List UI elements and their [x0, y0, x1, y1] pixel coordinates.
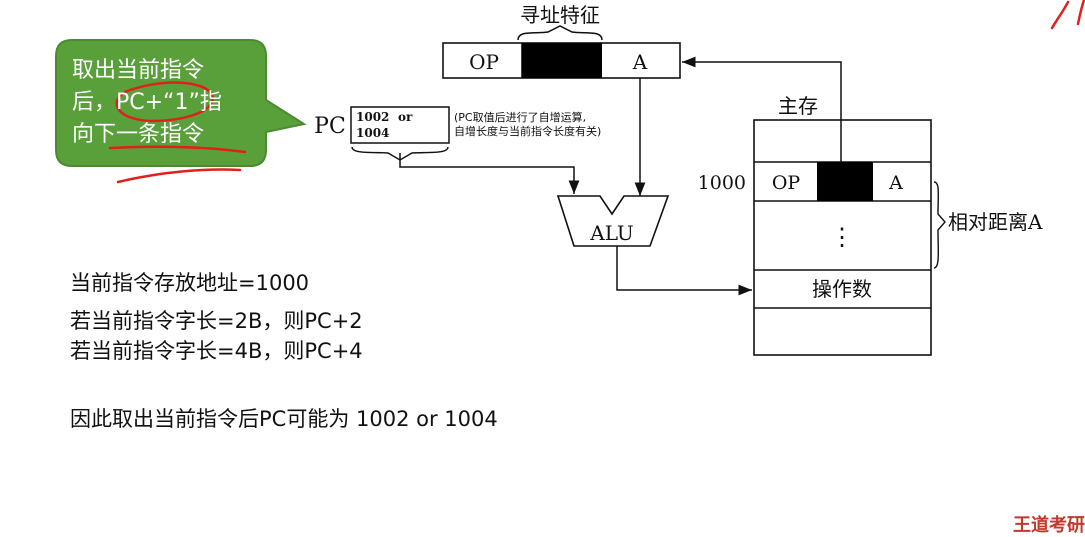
pc-note-line1: (PC取值后进行了自增运算,	[454, 110, 586, 124]
arrow-memory-to-instruction	[682, 56, 842, 162]
main-memory: 主存 1000 OP A ⋮ 操作数 相对距离A	[698, 94, 1043, 356]
memory-operand: 操作数	[812, 277, 872, 301]
connections	[399, 56, 842, 296]
pc-label: PC	[314, 114, 346, 139]
instruction-op: OP	[469, 50, 499, 74]
memory-box	[753, 119, 932, 356]
memory-title: 主存	[778, 94, 818, 118]
feature-field	[522, 43, 602, 78]
corner-stroke-1	[1050, 0, 1070, 30]
circle-annotation	[115, 81, 214, 123]
alu-shape	[556, 195, 670, 247]
offset-brace	[933, 181, 946, 269]
bubble-line-3: 向下一条指令	[72, 122, 205, 147]
pc-value-2: 1004	[356, 126, 389, 140]
memory-a: A	[888, 172, 903, 194]
alu-label: ALU	[589, 221, 634, 245]
pc-note-line2: 自增长度与当前指令长度有关)	[454, 124, 601, 138]
watermark-logo: 王道考研	[1013, 515, 1085, 536]
alu: ALU	[556, 195, 670, 247]
underline-annotation	[108, 145, 247, 154]
feature-brace	[517, 25, 603, 41]
corner-stroke-2	[1076, 0, 1085, 26]
underline-annotation-2	[116, 168, 242, 184]
bubble-shape	[55, 39, 307, 167]
red-annotations	[108, 0, 1085, 184]
pc-register: PC 1002 or 1004 (PC取值后进行了自增运算, 自增长度与当前指令…	[314, 106, 601, 161]
note-line-1: 当前指令存放地址=1000	[70, 271, 310, 295]
note-conclusion: 因此取出当前指令后PC可能为 1002 or 1004	[70, 407, 498, 431]
pc-value-1: 1002	[356, 110, 389, 124]
pc-box	[350, 106, 450, 144]
offset-label: 相对距离A	[948, 210, 1043, 234]
note-line-3: 若当前指令字长=4B，则PC+4	[70, 339, 363, 363]
memory-ellipsis: ⋮	[830, 223, 854, 251]
speech-bubble	[55, 39, 307, 167]
memory-feature-field	[817, 162, 873, 201]
pc-or: or	[398, 110, 413, 124]
arrow-pc-to-alu	[399, 153, 580, 194]
bubble-line-1: 取出当前指令	[72, 58, 205, 83]
arrow-alu-to-operand	[616, 246, 752, 296]
memory-address: 1000	[698, 172, 746, 194]
memory-op: OP	[772, 172, 801, 194]
bubble-text: 取出当前指令 后，PC+“1”指 向下一条指令	[72, 55, 252, 151]
instruction-register: 寻址特征 OP A	[442, 3, 681, 79]
addressing-feature-label: 寻址特征	[520, 3, 600, 27]
note-line-2: 若当前指令字长=2B，则PC+2	[70, 309, 363, 333]
instruction-a: A	[632, 50, 648, 74]
bubble-line-2: 后，PC+“1”指	[72, 90, 222, 115]
